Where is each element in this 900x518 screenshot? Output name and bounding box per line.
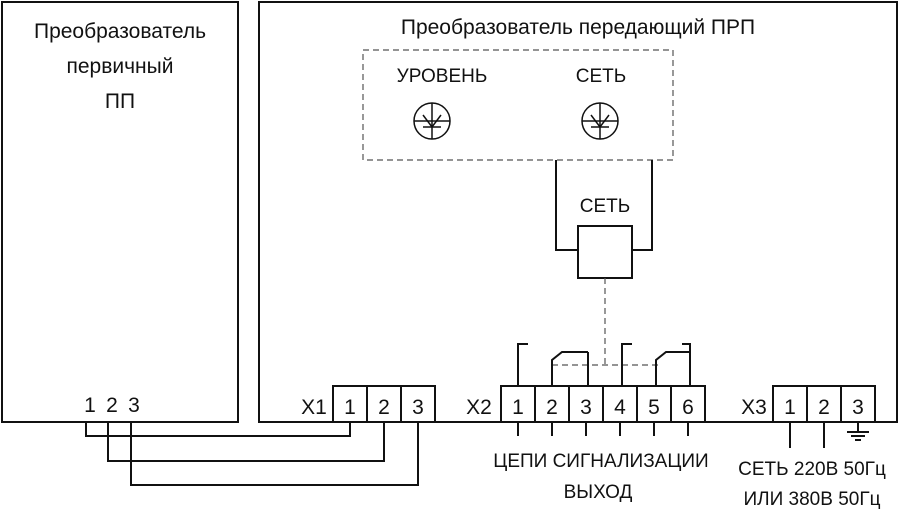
x2-pin-3: 3	[580, 396, 592, 419]
x3-pin-1: 1	[784, 396, 796, 419]
wire-primary-3-x1-3	[130, 422, 419, 486]
indicator-network-label: СЕТЬ	[576, 66, 626, 87]
primary-title-line-2: первичный	[67, 55, 174, 78]
x3-pin-3: 3	[852, 396, 864, 419]
wire-primary-1-x1-1	[85, 422, 351, 437]
connector-x2	[500, 385, 706, 423]
wire-primary-2-x1-2	[107, 422, 385, 462]
relay-contacts	[517, 343, 691, 386]
primary-title-line-1: Преобразователь	[34, 20, 206, 43]
led-icon	[581, 102, 619, 140]
coil-wire-left	[555, 160, 578, 251]
x1-pin-2: 2	[378, 396, 390, 419]
x1-pin-3: 3	[412, 396, 424, 419]
x2-caption-line-1: ЦЕПИ СИГНАЛИЗАЦИИ	[493, 451, 708, 472]
x2-output-leads	[517, 422, 689, 436]
x2-pin-1: 1	[512, 396, 524, 419]
x3-pin-2: 2	[818, 396, 830, 419]
x2-pin-4: 4	[614, 396, 626, 419]
transmitter-box	[258, 1, 898, 423]
indicator-level-label: УРОВЕНЬ	[397, 66, 488, 87]
ground-icon	[847, 422, 869, 441]
x3-name: X3	[741, 396, 767, 419]
x3-caption-line-2: ИЛИ 380В 50Гц	[743, 489, 880, 510]
x2-pin-6: 6	[682, 396, 694, 419]
x3-power-leads	[789, 422, 825, 448]
primary-converter-box	[1, 1, 239, 423]
indicator-panel	[362, 49, 674, 161]
x2-name: X2	[466, 396, 492, 419]
primary-terminal-3: 3	[128, 394, 140, 417]
x3-caption-line-1: СЕТЬ 220В 50Гц	[738, 459, 886, 480]
x1-name: X1	[301, 396, 327, 419]
relay-label: СЕТЬ	[580, 196, 630, 217]
primary-terminal-2: 2	[106, 394, 118, 417]
primary-title-line-3: ПП	[105, 90, 135, 113]
x2-pin-2: 2	[546, 396, 558, 419]
transmitter-title: Преобразователь передающий ПРП	[401, 16, 755, 39]
coil-wire-right	[632, 160, 653, 251]
x2-caption-line-2: ВЫХОД	[564, 482, 633, 503]
x1-pin-1: 1	[344, 396, 356, 419]
x2-pin-5: 5	[648, 396, 660, 419]
primary-terminal-1: 1	[84, 394, 96, 417]
relay-coil	[577, 225, 633, 279]
led-icon	[413, 102, 451, 140]
